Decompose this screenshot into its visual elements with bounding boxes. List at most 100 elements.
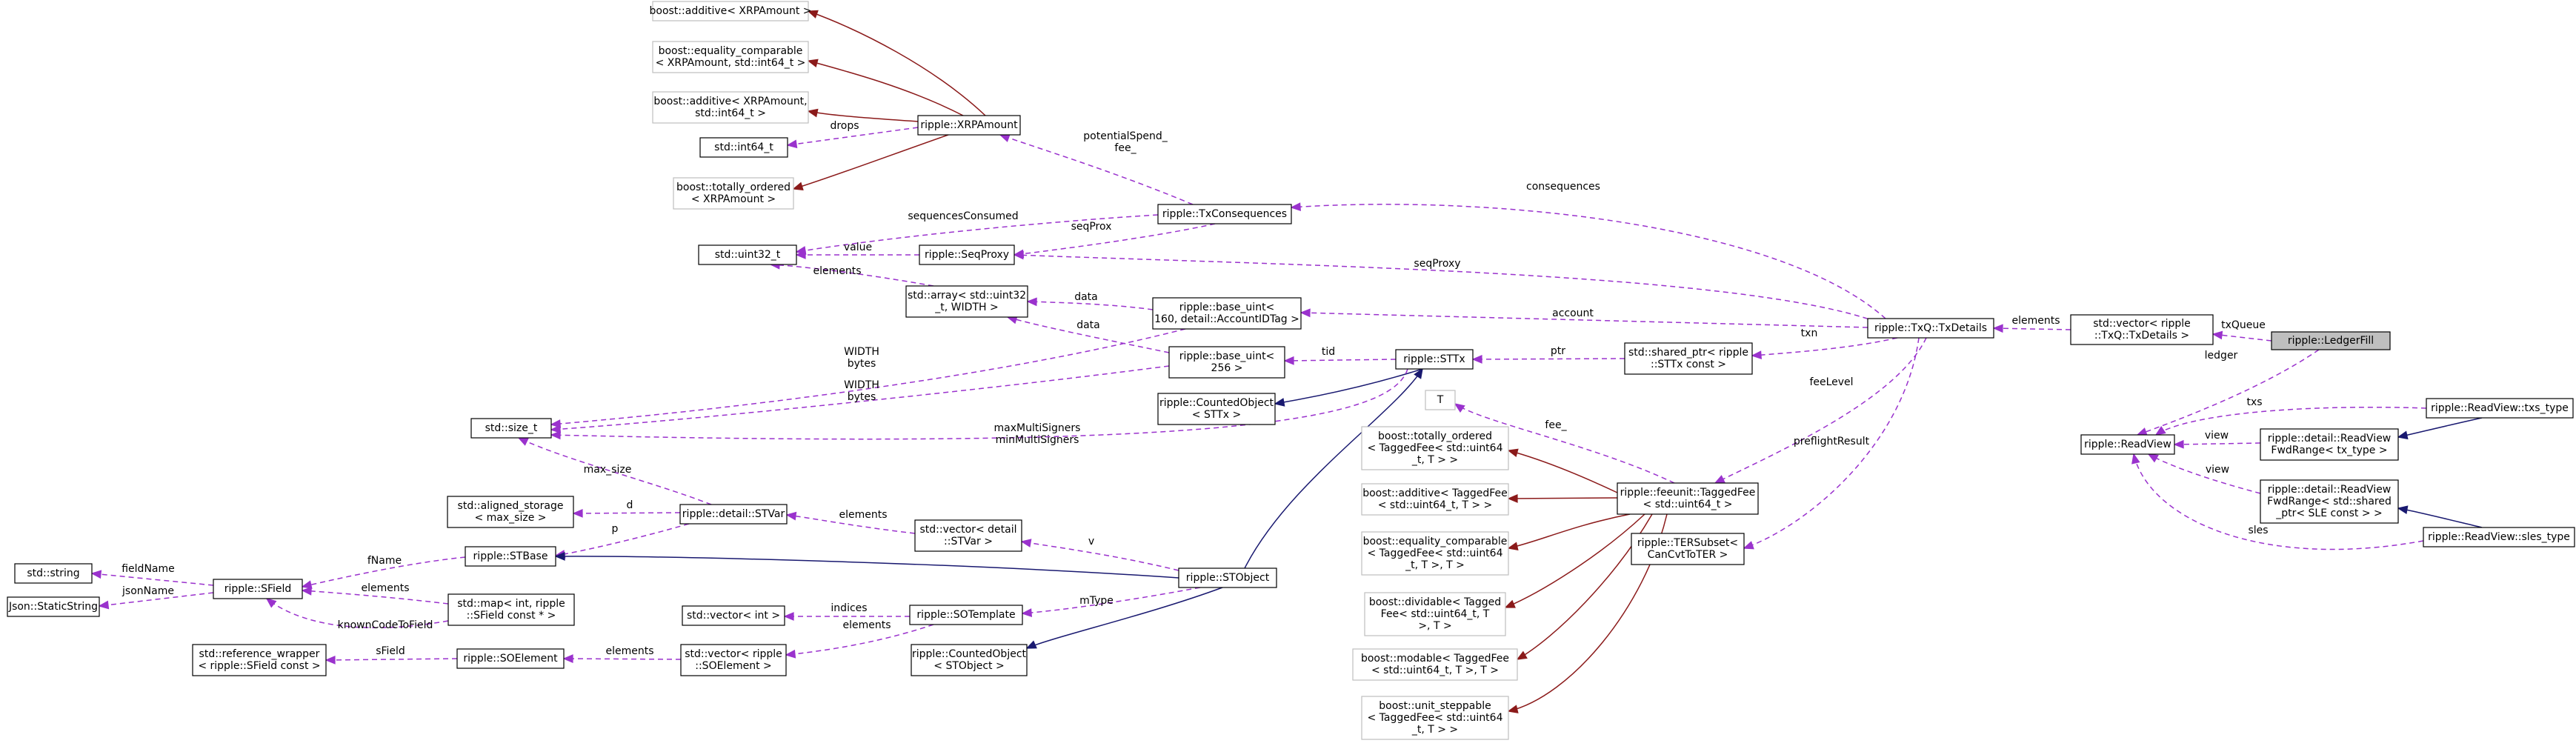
edge-stvar-to-aligned: d	[572, 499, 681, 518]
node-stbase[interactable]: ripple::STBase	[465, 546, 556, 567]
node-b-tot-fee[interactable]: boost::totally_ordered< TaggedFee< std::…	[1361, 426, 1509, 470]
edge-label: value	[844, 242, 872, 253]
node-counted-sttx[interactable]: ripple::CountedObject< STTx >	[1157, 393, 1276, 425]
node-label: ripple::ReadView	[2084, 439, 2171, 450]
node-label: boost::totally_ordered	[1378, 430, 1492, 442]
arrowhead	[1021, 608, 1033, 617]
node-uint32[interactable]: std::uint32_t	[698, 244, 797, 265]
node-box	[447, 496, 574, 528]
node-txconsequences[interactable]: ripple::TxConsequences	[1157, 204, 1292, 224]
node-label: ::STTx const >	[1651, 359, 1726, 370]
node-b-eq-xrp[interactable]: boost::equality_comparable< XRPAmount, s…	[652, 41, 809, 73]
node-tersubset[interactable]: ripple::TERSubset<CanCvtToTER >	[1631, 533, 1745, 565]
node-vec-stvar[interactable]: std::vector< detail::STVar >	[914, 519, 1022, 552]
node-b-add-xrp-int[interactable]: boost::additive< XRPAmount,std::int64_t …	[652, 91, 809, 124]
edge-line	[302, 590, 449, 605]
node-json[interactable]: Json::StaticString	[7, 596, 100, 617]
node-b-mod-fee[interactable]: boost::modable< TaggedFee< std::uint64_t…	[1352, 648, 1518, 681]
node-seqproxy[interactable]: ripple::SeqProxy	[919, 244, 1015, 265]
arrowhead	[301, 587, 312, 596]
edge-line	[1454, 403, 1675, 484]
node-box	[2260, 479, 2399, 524]
node-label: boost::additive< TaggedFee	[1362, 487, 1508, 499]
edge-stobject-to-stbase	[554, 552, 1179, 579]
node-vec-soel[interactable]: std::vector< ripple::SOElement >	[680, 644, 787, 676]
node-b-add-fee[interactable]: boost::additive< TaggedFee< std::uint64_…	[1361, 483, 1509, 516]
node-stvar[interactable]: ripple::detail::STVar	[679, 504, 788, 525]
edge-label-text: bytes	[848, 391, 876, 403]
edge-line	[785, 624, 934, 656]
node-label: ::STVar >	[944, 536, 993, 547]
node-label: boost::dividable< Tagged	[1369, 596, 1501, 608]
edge-line	[808, 60, 964, 116]
node-label: boost::totally_ordered	[676, 182, 791, 193]
arrowhead	[550, 419, 562, 428]
node-refwrap[interactable]: std::reference_wrapper< ripple::SField c…	[192, 644, 327, 676]
edge-line	[1508, 450, 1618, 493]
node-box	[213, 579, 303, 599]
edge-label-text: txs	[2246, 396, 2262, 408]
node-label: ripple::XRPAmount	[920, 119, 1018, 131]
node-txdetails[interactable]: ripple::TxQ::TxDetails	[1867, 318, 1994, 339]
node-rv-txs-type[interactable]: ripple::ReadView::txs_type	[2426, 398, 2574, 419]
node-xrpamount[interactable]: ripple::XRPAmount	[917, 115, 1021, 136]
arrowhead	[2173, 439, 2184, 449]
node-txqueue-vec[interactable]: std::vector< ripple::TxQ::TxDetails >	[2070, 314, 2214, 345]
edge-line	[808, 110, 919, 122]
edge-line	[2137, 349, 2320, 436]
node-rv-sles-type[interactable]: ripple::ReadView::sles_type	[2423, 527, 2575, 547]
node-b-add-xrp[interactable]: boost::additive< XRPAmount >	[650, 1, 812, 21]
node-base-uint160[interactable]: ripple::base_uint<160, detail::AccountID…	[1152, 297, 1302, 330]
edge-label-text: knownCodeToField	[338, 619, 433, 631]
node-b-div-fee[interactable]: boost::dividable< TaggedFee< std::uint64…	[1364, 592, 1506, 636]
edge-line	[787, 127, 919, 146]
edge-line	[1284, 359, 1397, 362]
node-box	[1168, 346, 1285, 379]
node-box	[1624, 342, 1753, 375]
node-stobject[interactable]: ripple::STObject	[1178, 567, 1277, 588]
node-int64[interactable]: std::int64_t	[699, 137, 788, 158]
node-label: std::vector< detail	[919, 524, 1016, 536]
node-b-step-fee[interactable]: boost::unit_steppable< TaggedFee< std::u…	[1361, 696, 1509, 740]
node-b-tot-xrp[interactable]: boost::totally_ordered< XRPAmount >	[673, 177, 794, 210]
node-label: < max_size >	[474, 512, 546, 524]
arrowhead	[550, 430, 561, 440]
node-sttx[interactable]: ripple::STTx	[1395, 349, 1474, 370]
arrowhead	[1471, 355, 1482, 364]
node-sotemplate[interactable]: ripple::SOTemplate	[909, 605, 1023, 625]
node-taggedfee[interactable]: ripple::feeunit::TaggedFee< std::uint64_…	[1617, 482, 1759, 515]
node-T[interactable]: T	[1425, 390, 1456, 410]
arrowhead	[2147, 453, 2159, 463]
node-base-uint256[interactable]: ripple::base_uint<256 >	[1168, 346, 1285, 379]
node-map-sfield[interactable]: std::map< int, ripple::SField const * >	[447, 593, 575, 626]
node-readview[interactable]: ripple::ReadView	[2080, 434, 2175, 455]
edge-label-text: seqProx	[1071, 221, 1112, 233]
edge-map-sfield-to-sfield: elements	[301, 582, 449, 605]
node-counted-sto[interactable]: ripple::CountedObject< STObject >	[911, 644, 1028, 676]
edge-label-text: txn	[1801, 327, 1818, 339]
node-shared-sttx[interactable]: std::shared_ptr< ripple::STTx const >	[1624, 342, 1753, 375]
node-b-eq-fee[interactable]: boost::equality_comparable< TaggedFee< s…	[1361, 531, 1509, 576]
arrowhead	[783, 612, 794, 621]
edge-sttx-to-counted-sttx	[1274, 368, 1423, 407]
node-size-t[interactable]: std::size_t	[470, 418, 552, 439]
edge-sttx-to-base-uint256: tid	[1283, 346, 1397, 365]
edge-soelement-to-refwrap: sField	[325, 645, 458, 665]
edge-label-text: feeLevel	[1809, 376, 1853, 388]
node-aligned[interactable]: std::aligned_storage< max_size >	[447, 496, 574, 528]
edge-txdetails-to-tersubset: preflightResult	[1743, 337, 1920, 550]
node-soelement[interactable]: ripple::SOElement	[456, 648, 565, 669]
node-sfield[interactable]: ripple::SField	[213, 579, 303, 599]
node-vec-int[interactable]: std::vector< int >	[682, 605, 785, 626]
edge-line	[2174, 442, 2261, 445]
edge-label-text: sField	[376, 645, 405, 657]
node-ledgerfill[interactable]: ripple::LedgerFill	[2271, 331, 2391, 350]
arrowhead	[1507, 448, 1519, 458]
arrowhead	[785, 511, 797, 521]
node-label: ::SOElement >	[695, 660, 771, 672]
node-array-u32[interactable]: std::array< std::uint32_t, WIDTH >	[905, 285, 1028, 318]
node-string[interactable]: std::string	[14, 563, 93, 584]
